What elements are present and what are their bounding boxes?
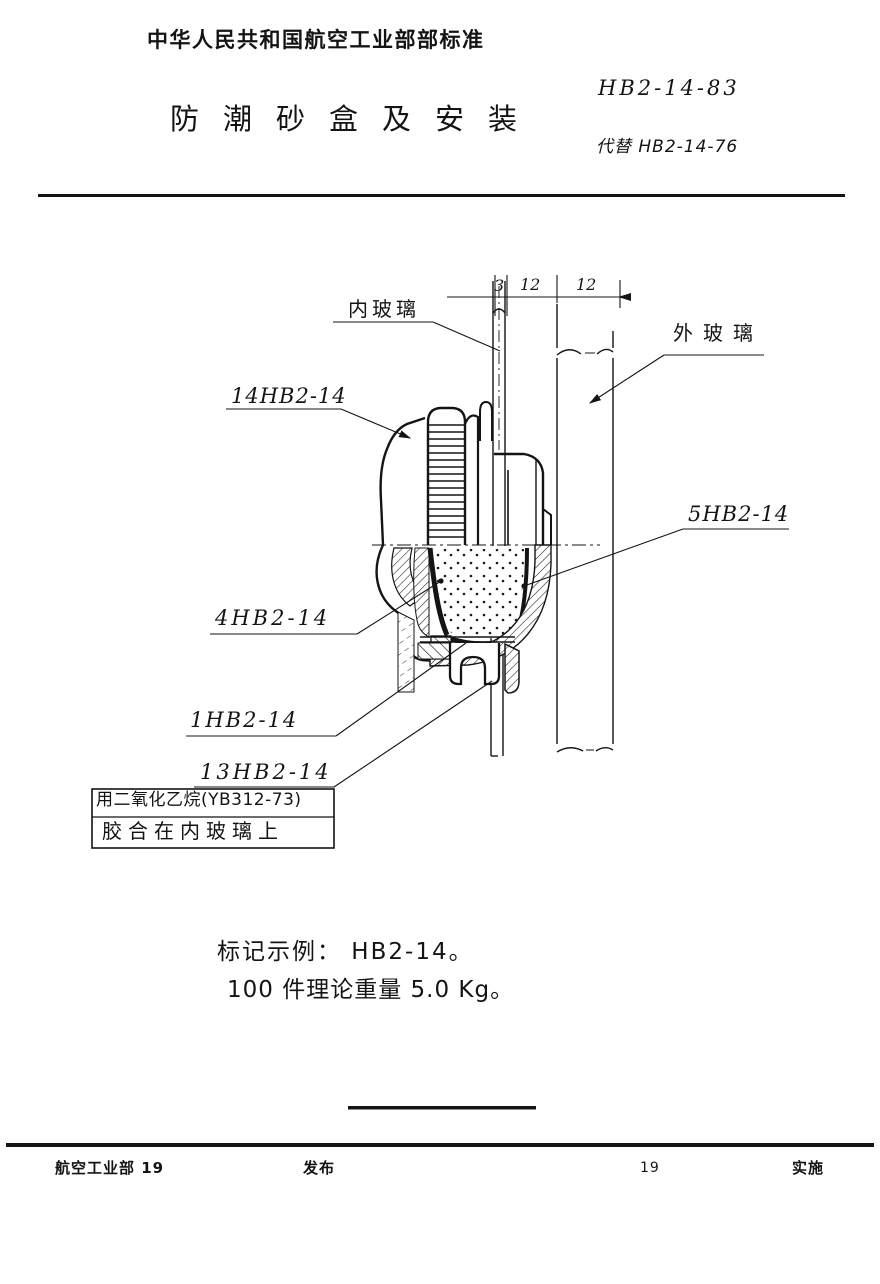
header-rule (38, 194, 845, 197)
sand-fill (433, 549, 524, 639)
footer-publish: 发布 (303, 1159, 336, 1177)
footer-rule (6, 1143, 874, 1147)
note-line-1: 用二氧化乙烷(YB312-73) (96, 790, 302, 810)
outer-glass-pane (555, 304, 615, 754)
dimension-12-outer: 12 (576, 275, 597, 294)
label-leaders (186, 321, 789, 788)
part14-leader (226, 408, 412, 439)
marking-example: 标记示例： HB2-14。 (217, 939, 474, 965)
label-part-5hb2-14: 5HB2-14 (688, 502, 790, 526)
outer-glass-leader (588, 354, 764, 404)
sandbox-section-lower (375, 544, 552, 694)
label-part-1hb2-14: 1HB2-14 (190, 708, 299, 732)
document-header: 中华人民共和国航空工业部部标准 (147, 28, 485, 52)
label-part-4hb2-14: 4HB2-14 (215, 606, 331, 630)
dimension-12-gap: 12 (520, 275, 541, 294)
label-part-13hb2-14: 13HB2-14 (200, 760, 332, 784)
footer-page-number: 19 (640, 1160, 660, 1176)
label-inner-glass: 内玻璃 (348, 297, 420, 321)
dimension-3: 3 (494, 276, 505, 295)
part13-leader (194, 680, 493, 788)
inner-glass-leader (333, 321, 501, 352)
sandbox-body-upper (494, 452, 552, 545)
note-line-2: 胶合在内玻璃上 (102, 819, 284, 843)
part5-leader (521, 528, 789, 589)
dimension-lines (447, 275, 631, 316)
replaces-note: 代替 HB2-14-76 (596, 137, 739, 157)
theoretical-weight: 100 件理论重量 5.0 Kg。 (227, 977, 515, 1003)
part4-leader (210, 578, 444, 635)
cap-knurled-plug (379, 400, 493, 546)
label-outer-glass: 外玻璃 (673, 321, 763, 345)
part1-leader (186, 642, 467, 737)
footer-implement: 实施 (792, 1159, 825, 1177)
standard-number: HB2-14-83 (598, 76, 740, 100)
note-box (91, 788, 335, 849)
footer-issuer: 航空工业部 19 (55, 1159, 165, 1177)
page-title: 防潮砂盒及安装 (170, 102, 542, 136)
bottom-short-rule (348, 1106, 536, 1110)
label-part-14hb2-14: 14HB2-14 (231, 384, 347, 408)
